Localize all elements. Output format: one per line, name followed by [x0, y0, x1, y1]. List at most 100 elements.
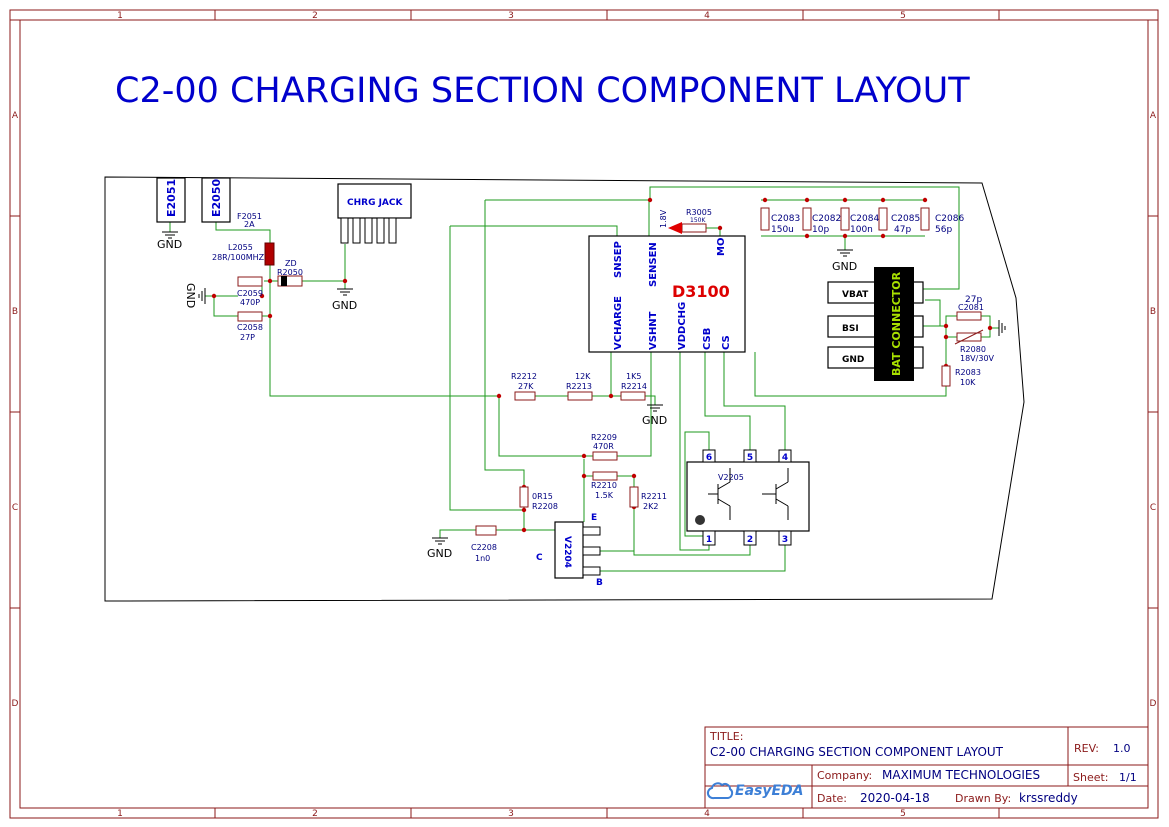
title-block-title: C2-00 CHARGING SECTION COMPONENT LAYOUT — [710, 745, 1004, 759]
junction — [922, 197, 928, 203]
r2080-thermistor[interactable] — [954, 329, 984, 345]
r2208-ref: R2208 — [532, 502, 558, 511]
c2084-capacitor[interactable] — [840, 207, 850, 231]
zd-ref: ZD — [285, 259, 297, 268]
charge-jack[interactable]: CHRG JACK — [337, 183, 412, 244]
v2204-pin-c: C — [536, 553, 543, 563]
r2213-resistor[interactable] — [567, 391, 593, 401]
l2055-inductor[interactable] — [264, 242, 275, 266]
ground-symbol — [198, 288, 206, 304]
r2208-value: 0R15 — [532, 492, 553, 501]
capacitor-bank — [760, 207, 930, 231]
c2084-ref: C2084 — [850, 214, 879, 224]
title-block — [704, 726, 1149, 809]
pin-sensen: SENSEN — [648, 242, 659, 287]
ground-symbol — [647, 404, 663, 412]
c2083-value: 150u — [771, 225, 794, 235]
junction — [717, 225, 723, 231]
c2208-capacitor[interactable] — [475, 525, 497, 536]
r2209-resistor[interactable] — [592, 451, 618, 461]
v2205-pin: 6 — [706, 453, 712, 463]
r2211-ref: R2211 — [641, 492, 667, 501]
c2058-capacitor[interactable] — [237, 311, 263, 322]
v2205-pin: 1 — [706, 535, 712, 545]
junction — [581, 453, 587, 459]
easyeda-logo: EasyEDA — [706, 782, 804, 800]
junction — [943, 323, 949, 329]
c2085-capacitor[interactable] — [878, 207, 888, 231]
ground-symbol — [432, 537, 448, 545]
junction — [496, 393, 502, 399]
junction — [987, 325, 993, 331]
title-block-drawn-label: Drawn By: — [955, 792, 1011, 805]
easyeda-logo-icon — [706, 782, 734, 800]
e2051-terminal[interactable]: E2051 — [156, 177, 186, 223]
r2083-resistor[interactable] — [941, 365, 951, 387]
v2205-pin: 5 — [747, 453, 753, 463]
frame-labels: 1 2 3 4 5 1 2 3 4 5 A B C D A B C D — [12, 11, 1157, 819]
battery-connector-label: BAT CONNECTOR — [890, 271, 903, 376]
c2059-capacitor[interactable] — [237, 276, 263, 287]
l2055-value: 28R/100MHZ — [212, 253, 265, 262]
battery-connector[interactable]: BAT CONNECTOR BAT CONNECTOR VBAT BSI GND — [827, 267, 924, 381]
board-outline — [104, 176, 1025, 602]
row-label: C — [12, 503, 18, 513]
ground-symbol — [998, 320, 1006, 336]
junction — [880, 197, 886, 203]
v2204-transistor[interactable]: V2204 — [554, 521, 601, 579]
l2055-ref: L2055 — [228, 243, 253, 252]
col-label: 5 — [900, 11, 906, 21]
col-label: 2 — [312, 11, 318, 21]
junction — [631, 473, 637, 479]
charge-jack-label: CHRG JACK — [347, 198, 404, 208]
junction — [267, 278, 273, 284]
r2213-value: 12K — [575, 372, 591, 381]
r2211-resistor[interactable] — [629, 486, 639, 508]
junction — [762, 197, 768, 203]
ground-symbol — [337, 288, 353, 296]
v2205-pin: 3 — [782, 535, 788, 545]
zd-diode[interactable] — [277, 275, 303, 287]
capacitor-bank-labels: C2083 150u C2082 10p C2084 100n C2085 47… — [771, 214, 964, 235]
col-label: 1 — [117, 809, 123, 819]
junction — [259, 293, 265, 299]
r2214-value: 1K5 — [626, 372, 641, 381]
c2208-value: 1n0 — [475, 554, 490, 563]
r2083-value: 10K — [960, 378, 976, 387]
junction — [804, 233, 810, 239]
easyeda-logo-text: EasyEDA — [735, 783, 804, 799]
r2050-ref: R2050 — [277, 268, 303, 277]
r3005-resistor[interactable] — [681, 223, 707, 233]
transistor-symbol — [708, 468, 789, 520]
d3100-ic[interactable]: D3100 SNSEP SENSEN MO VCHARGE VSHNT VDDC… — [588, 235, 746, 353]
junction — [267, 313, 273, 319]
c2082-capacitor[interactable] — [802, 207, 812, 231]
v2205-pin: 2 — [747, 535, 753, 545]
e2050-terminal[interactable]: E2050 — [201, 177, 231, 223]
row-label: A — [1150, 111, 1157, 121]
r2208-resistor[interactable] — [519, 486, 529, 508]
c2082-ref: C2082 — [812, 214, 841, 224]
col-label: 3 — [508, 809, 514, 819]
r2212-resistor[interactable] — [514, 391, 536, 401]
c2085-ref: C2085 — [891, 214, 920, 224]
rail-1v8-label: 1.8V — [659, 209, 668, 228]
v2205-pin: 4 — [782, 453, 788, 463]
c2081-capacitor[interactable] — [956, 311, 982, 321]
c2083-capacitor[interactable] — [760, 207, 770, 231]
r2210-ref: R2210 — [591, 481, 617, 490]
junction — [521, 507, 527, 513]
page-title: C2-00 CHARGING SECTION COMPONENT LAYOUT — [115, 71, 970, 111]
row-label: B — [1150, 307, 1156, 317]
c2059-ref: C2059 — [237, 289, 263, 298]
junction — [581, 473, 587, 479]
c2081-value: 27p — [965, 295, 982, 305]
junction — [804, 197, 810, 203]
c2086-capacitor[interactable] — [920, 207, 930, 231]
r2214-resistor[interactable] — [620, 391, 646, 401]
gnd-label: GND — [832, 260, 857, 273]
r2210-resistor[interactable] — [592, 471, 618, 481]
c2058-value: 27P — [240, 333, 255, 342]
v2205-transistor[interactable]: 6 5 4 1 2 3 V2205 — [686, 449, 810, 546]
